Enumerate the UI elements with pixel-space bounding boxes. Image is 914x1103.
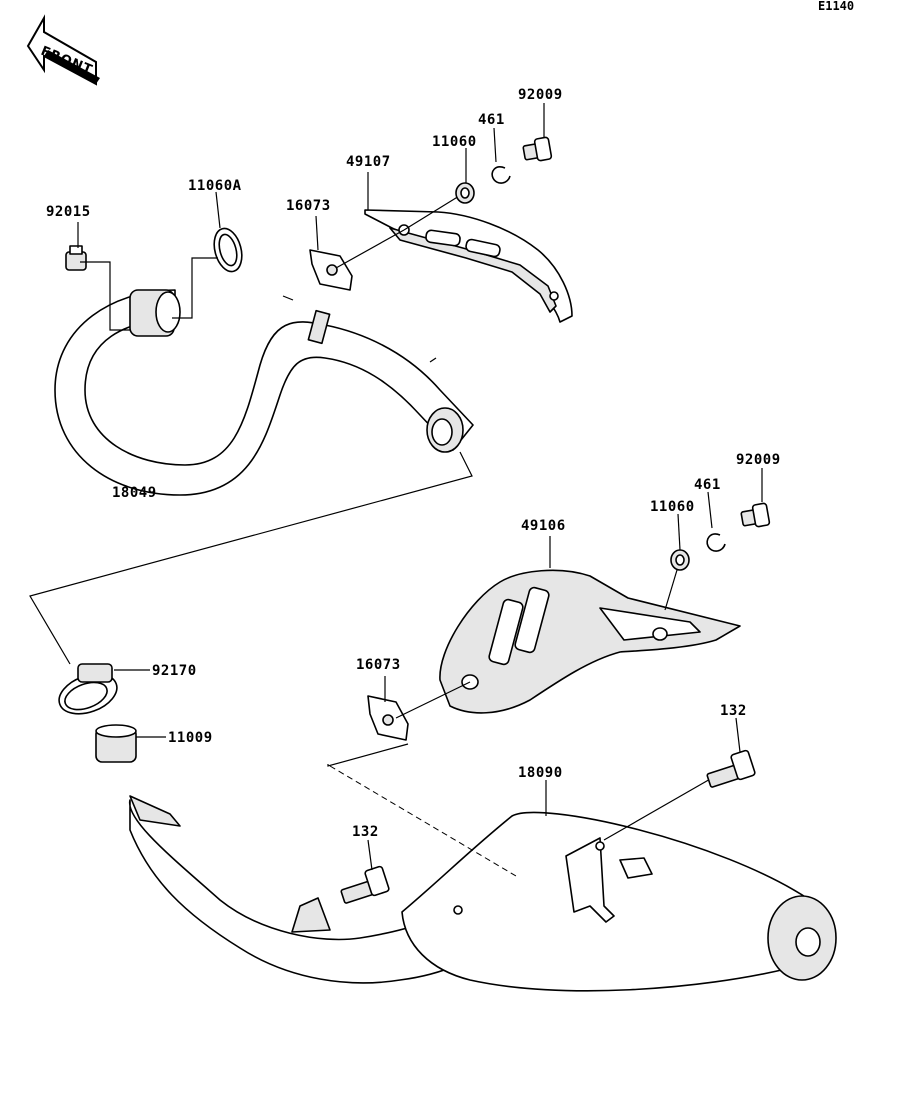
part-label-92009-top: 92009	[518, 87, 563, 103]
bolt-92009-mid	[740, 502, 771, 528]
part-label-92009-mid: 92009	[736, 452, 781, 468]
part-label-92170: 92170	[152, 663, 197, 679]
flange-assembly	[129, 289, 181, 337]
head-pipe-18049	[54, 289, 474, 496]
lock-washer-461-top	[491, 166, 511, 184]
part-label-16073-top: 16073	[286, 198, 331, 214]
bolt-92009-top	[522, 136, 553, 162]
bolt-132-left	[340, 865, 390, 904]
heat-guard-49106	[439, 569, 741, 714]
gasket-11009	[95, 724, 137, 763]
part-label-16073-mid: 16073	[356, 657, 401, 673]
part-label-18090: 18090	[518, 765, 563, 781]
part-label-11060-top: 11060	[432, 134, 477, 150]
part-label-49106: 49106	[521, 518, 566, 534]
part-label-461-mid: 461	[694, 477, 721, 493]
part-label-11009: 11009	[168, 730, 213, 746]
clip-nut-16073-mid	[367, 695, 409, 741]
diagram-ref: E1140	[818, 0, 854, 13]
heat-guard-49107	[364, 209, 573, 323]
part-label-461-top: 461	[478, 112, 505, 128]
lock-washer-461-mid	[706, 533, 726, 552]
part-label-18049: 18049	[112, 485, 157, 501]
part-label-11060a: 11060A	[188, 178, 242, 194]
gasket-11060a	[213, 227, 243, 273]
washer-11060-top	[455, 182, 475, 204]
part-label-92015: 92015	[46, 204, 91, 220]
bolt-132-right	[706, 749, 756, 788]
part-label-132-right: 132	[720, 703, 747, 719]
front-arrow-icon: FRONT	[26, 14, 100, 86]
part-label-11060-mid: 11060	[650, 499, 695, 515]
part-label-49107: 49107	[346, 154, 391, 170]
muffler-18090	[128, 795, 837, 992]
nut-92015	[65, 245, 87, 271]
clip-nut-16073-top	[309, 249, 353, 291]
washer-11060-mid	[670, 549, 690, 571]
part-label-132-left: 132	[352, 824, 379, 840]
clamp-92170	[58, 663, 118, 715]
